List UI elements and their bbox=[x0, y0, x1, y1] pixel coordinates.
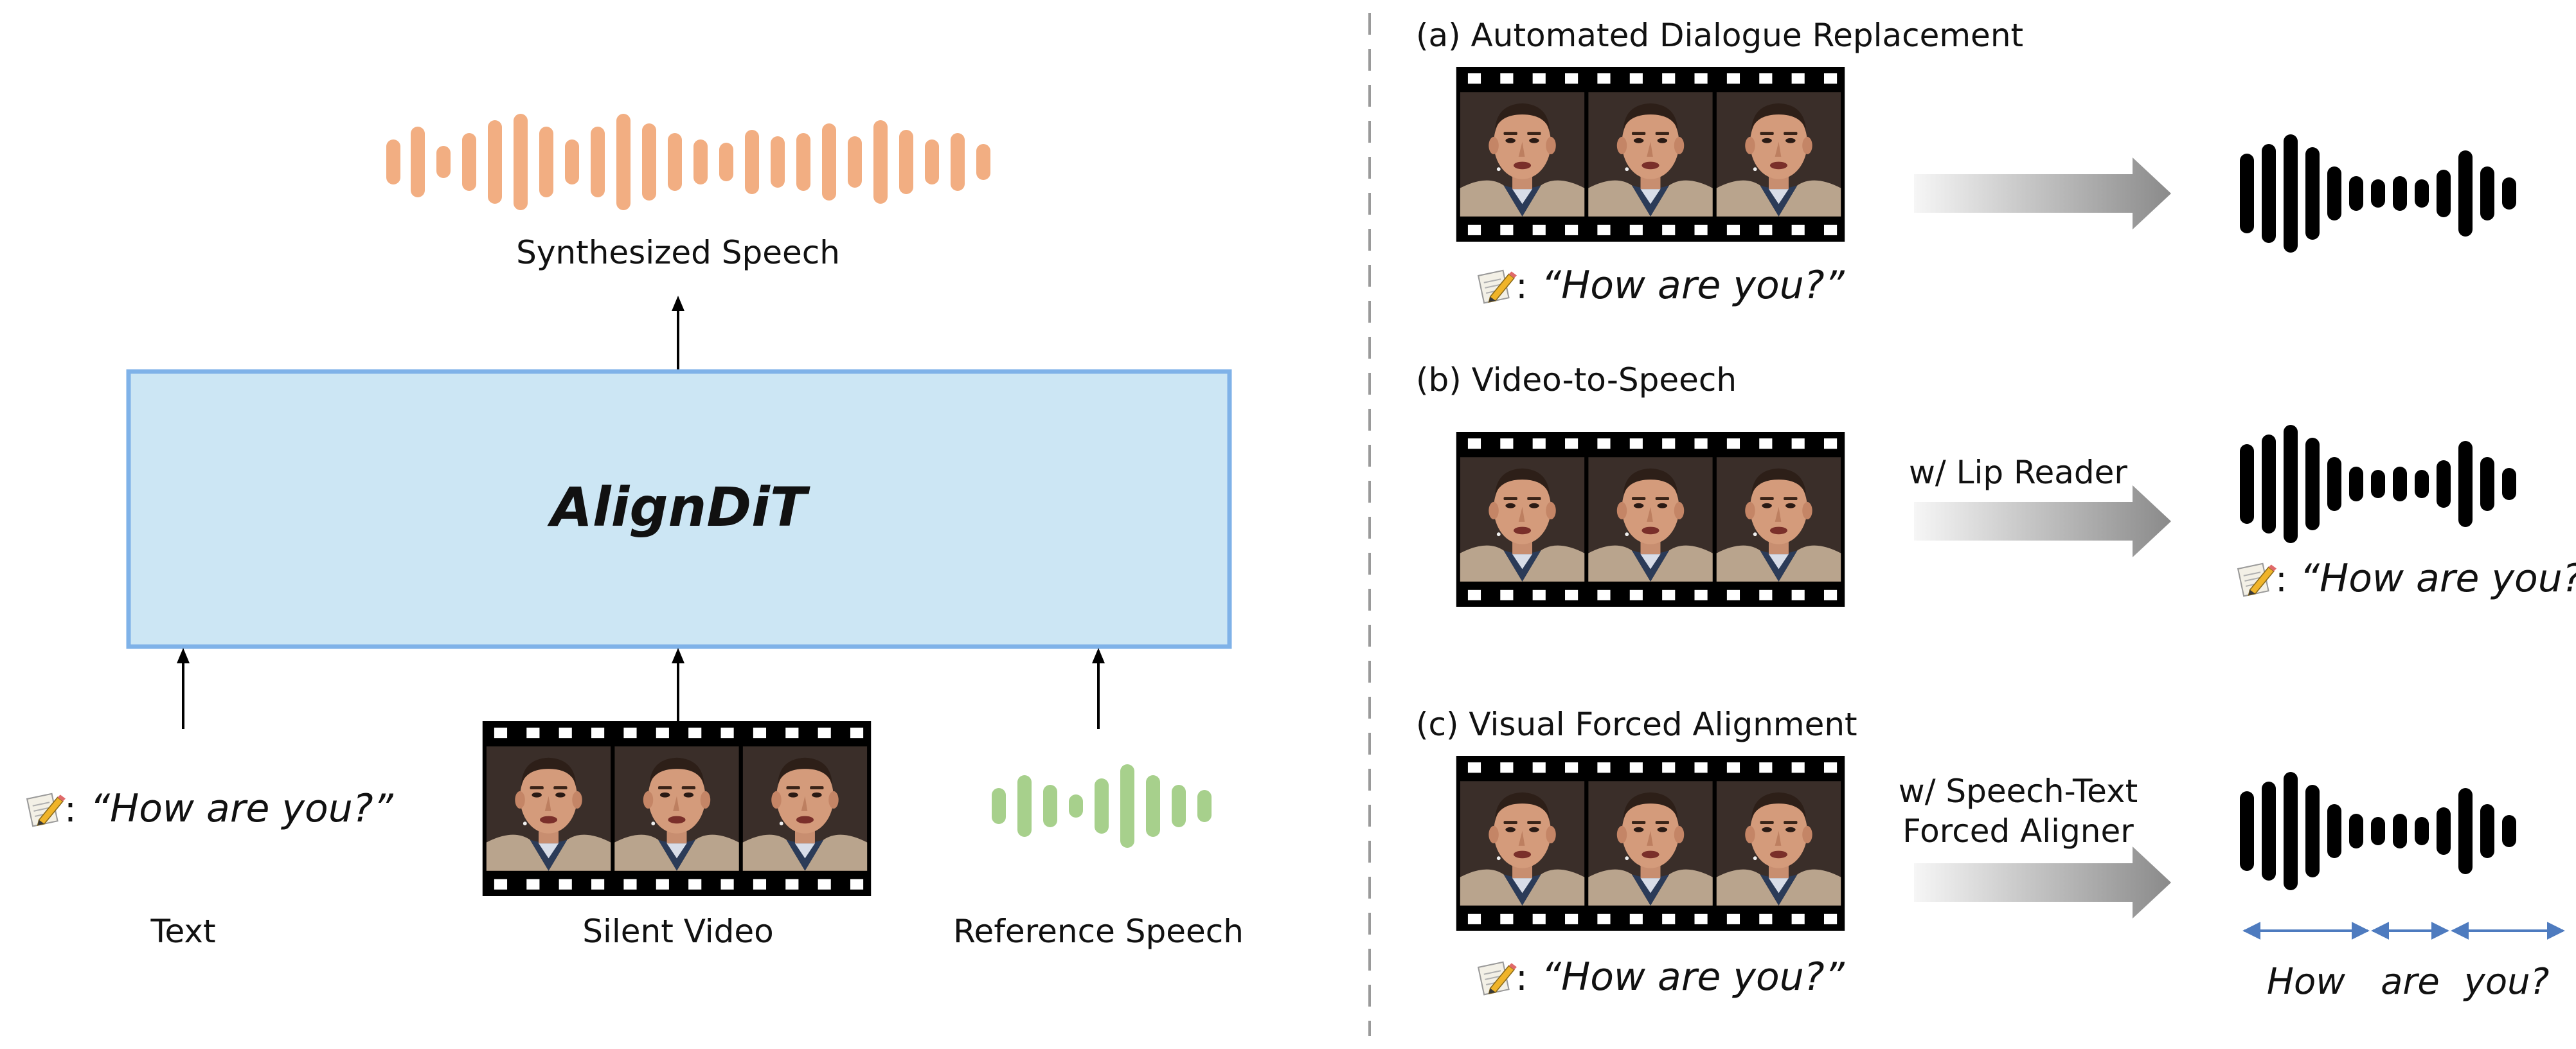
task-b-quote: “How are you?” bbox=[2300, 556, 2576, 601]
task-c-gradient-arrow bbox=[1914, 847, 2171, 919]
task-a-title: (a) Automated Dialogue Replacement bbox=[1416, 17, 2023, 54]
task-b-arrow-label: w/ Lip Reader bbox=[1909, 454, 2127, 491]
svg-text::: : bbox=[1516, 957, 1528, 999]
task-b-title: (b) Video-to-Speech bbox=[1416, 361, 1737, 399]
task-b-film-strip bbox=[1454, 432, 1847, 607]
task-c-arrow-label-line2: Forced Aligner bbox=[1902, 812, 2134, 850]
input-arrows bbox=[177, 648, 1105, 729]
svg-text::: : bbox=[1516, 265, 1528, 307]
synthesized-speech-label: Synthesized Speech bbox=[516, 234, 840, 271]
task-b: (b) Video-to-Speech w/ Lip Reader : bbox=[1416, 361, 2576, 607]
notepad-pencil-icon bbox=[1478, 269, 1517, 304]
task-b-output-waveform bbox=[2240, 425, 2516, 543]
task-c-film-strip bbox=[1454, 756, 1847, 931]
task-c-arrow-label-line1: w/ Speech-Text bbox=[1899, 773, 2138, 810]
notepad-pencil-icon bbox=[26, 793, 66, 827]
task-a-quote: “How are you?” bbox=[1541, 263, 1845, 308]
notepad-pencil-icon bbox=[1478, 961, 1517, 996]
task-a: (a) Automated Dialogue Replacement : bbox=[1416, 17, 2516, 308]
synthesized-speech-waveform bbox=[386, 114, 990, 210]
task-c: (c) Visual Forced Alignment w/ Speech-Te… bbox=[1416, 706, 2565, 1003]
silent-video-label: Silent Video bbox=[582, 913, 774, 950]
task-c-title: (c) Visual Forced Alignment bbox=[1416, 706, 1857, 743]
word-label-how: How bbox=[2267, 961, 2345, 1003]
task-c-quote: “How are you?” bbox=[1541, 955, 1845, 1000]
left-panel: Synthesized Speech AlignDiT : “How are y… bbox=[26, 114, 1244, 950]
task-a-gradient-arrow bbox=[1914, 157, 2171, 229]
svg-text::: : bbox=[64, 789, 76, 830]
word-label-are: are bbox=[2381, 961, 2440, 1003]
task-c-output-waveform bbox=[2240, 772, 2516, 890]
reference-speech-label: Reference Speech bbox=[953, 913, 1244, 950]
word-label-you: you? bbox=[2463, 961, 2550, 1003]
task-a-film-strip bbox=[1454, 67, 1847, 242]
silent-video-film-strip bbox=[480, 721, 873, 896]
task-b-gradient-arrow bbox=[1914, 485, 2171, 557]
aligndit-model-box bbox=[126, 369, 1232, 649]
notepad-pencil-icon bbox=[2237, 562, 2276, 597]
svg-text::: : bbox=[2275, 559, 2287, 600]
text-input-label: Text bbox=[150, 913, 215, 950]
reference-speech-waveform bbox=[992, 764, 1212, 848]
output-arrow bbox=[672, 296, 684, 370]
text-input-quote: “How are you?” bbox=[90, 786, 394, 831]
right-panel: (a) Automated Dialogue Replacement : bbox=[1416, 17, 2576, 1003]
aligndit-model-label: AlignDiT bbox=[547, 476, 810, 539]
task-a-output-waveform bbox=[2240, 134, 2516, 253]
